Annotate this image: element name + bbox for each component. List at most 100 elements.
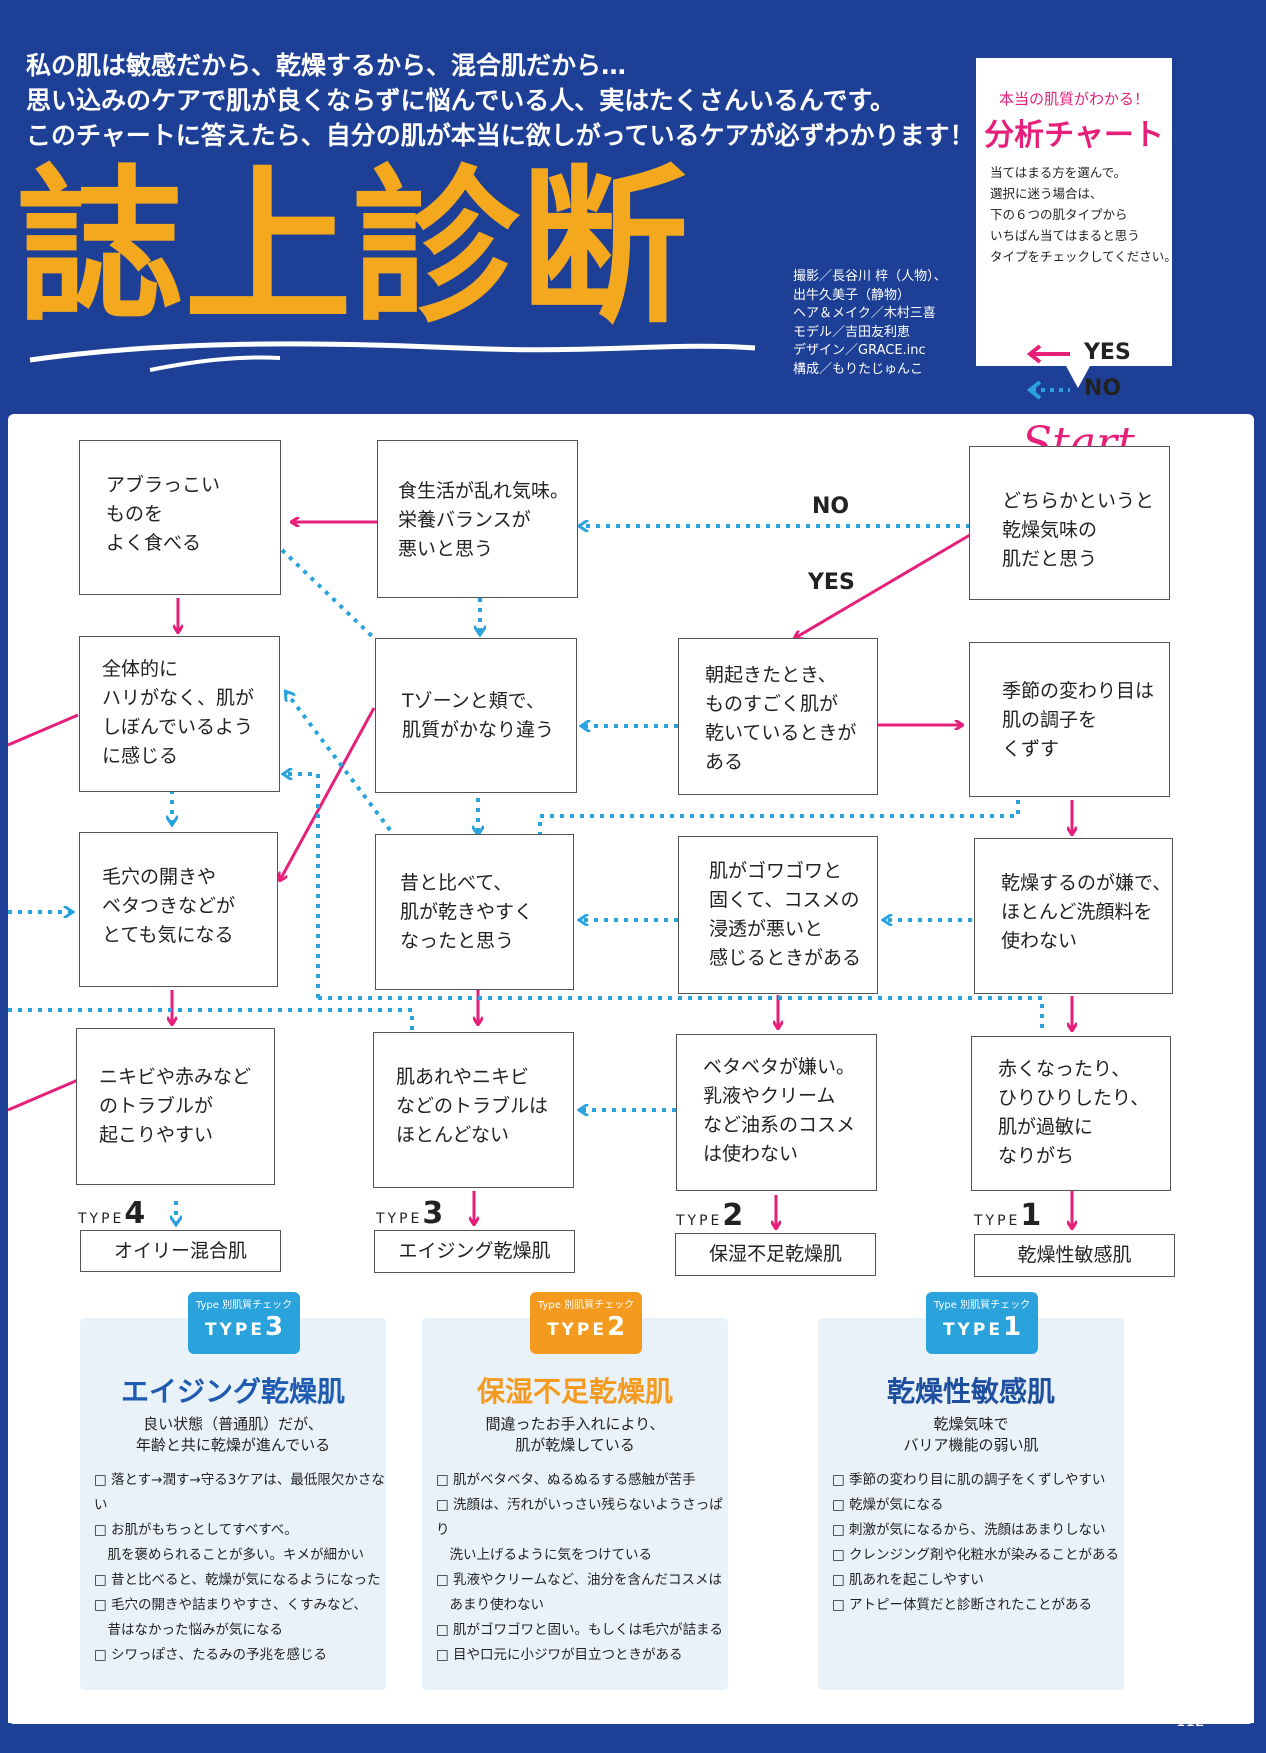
question-text: 乾燥するのが嫌で、 ほとんど洗顔料を 使わない [1001, 872, 1172, 952]
card-title: エイジング乾燥肌 [120, 1375, 345, 1408]
type3-tag: TYPE3 [376, 1196, 443, 1231]
checklist-item[interactable]: □ 落とす→潤す→守る3ケアは、最低限欠かさない [94, 1472, 385, 1513]
question-text: 季節の変わり目は 肌の調子を くずす [1002, 680, 1155, 760]
question-text: ベタベタが嫌い。 乳液やクリーム など油系のコスメ は使わない [703, 1056, 856, 1165]
credit-line: 構成／もりたじゅんこ [793, 361, 924, 377]
callout-line: 当てはまる方を選んで。 [990, 165, 1127, 180]
intro-line: 私の肌は敏感だから、乾燥するから、混合肌だから… [26, 51, 627, 80]
question-text: Tゾーンと頬で、 肌質がかなり違う [402, 690, 555, 741]
checklist: □ 季節の変わり目に肌の調子をくずしやすい □ 乾燥が気になる □ 刺激が気にな… [832, 1468, 1119, 1618]
checklist: □ 肌がベタベタ、ぬるぬるする感触が苦手 □ 洗顔は、汚れがいっさい残らないよう… [436, 1468, 728, 1668]
question-sagging: 全体的に ハリがなく、肌が しぼんでいるよう に感じる [79, 636, 280, 792]
badge-tag: TYPE [546, 1320, 607, 1340]
badge-label: TYPE3 [188, 1312, 300, 1342]
card-description: 乾燥気味で バリア機能の弱い肌 [903, 1415, 1039, 1454]
question-seasonal-change: 季節の変わり目は 肌の調子を くずす [969, 642, 1170, 797]
checklist-item[interactable]: □ 乳液やクリームなど、油分を含んだコスメは あまり使わない [436, 1572, 722, 1613]
checklist-item[interactable]: □ 乾燥が気になる [832, 1497, 944, 1513]
question-acne-redness: ニキビや赤みなど のトラブルが 起こりやすい [76, 1028, 275, 1185]
type-tag-text: TYPE [78, 1211, 125, 1227]
question-text: 昔と比べて、 肌が乾きやすく なったと思う [400, 872, 534, 952]
type1-tag: TYPE1 [974, 1198, 1041, 1233]
badge-label: TYPE2 [530, 1312, 642, 1342]
credit-line: 出牛久美子（静物） [793, 287, 911, 303]
type2-badge: Type 別肌質チェック TYPE2 [530, 1292, 642, 1354]
footer-band [0, 1723, 1266, 1753]
credit-line: デザイン／GRACE.inc [793, 343, 926, 358]
checklist: □ 落とす→潤す→守る3ケアは、最低限欠かさない □ お肌がもちっとしてすべすべ… [94, 1468, 386, 1668]
question-text: 食生活が乱れ気味。 栄養バランスが 悪いと思う [398, 480, 570, 560]
badge-subtitle: Type 別肌質チェック [537, 1300, 635, 1311]
legend-arrows [1026, 344, 1070, 400]
credits: 撮影／長谷川 梓（人物）、 出牛久美子（静物） ヘア＆メイク／木村三喜 モデル／… [793, 268, 947, 379]
question-dislike-sticky: ベタベタが嫌い。 乳液やクリーム など油系のコスメ は使わない [676, 1034, 877, 1191]
result-type1: 乾燥性敏感肌 [974, 1234, 1175, 1277]
badge-number: 1 [1002, 1312, 1022, 1342]
question-dry-skin: どちらかというと 乾燥気味の 肌だと思う [969, 446, 1170, 600]
badge-subtitle: Type 別肌質チェック [195, 1300, 293, 1311]
question-drier-than-before: 昔と比べて、 肌が乾きやすく なったと思う [375, 834, 574, 990]
checklist-item[interactable]: □ アトピー体質だと診断されたことがある [832, 1597, 1093, 1613]
checklist-item[interactable]: □ シワっぽさ、たるみの予兆を感じる [94, 1647, 328, 1663]
badge-label: TYPE1 [926, 1312, 1038, 1342]
question-avoid-cleanser: 乾燥するのが嫌で、 ほとんど洗顔料を 使わない [974, 838, 1173, 994]
result-type2: 保湿不足乾燥肌 [675, 1233, 876, 1276]
credit-line: モデル／吉田友利恵 [793, 324, 911, 340]
callout-title: 分析チャート [984, 118, 1164, 153]
callout-subtitle: 本当の肌質がわかる！ [998, 90, 1149, 108]
question-text: どちらかというと 乾燥気味の 肌だと思う [1002, 490, 1155, 570]
checklist-item[interactable]: □ 肌がベタベタ、ぬるぬるする感触が苦手 [436, 1472, 696, 1488]
type2-tag: TYPE2 [676, 1198, 743, 1233]
question-text: 肌あれやニキビ などのトラブルは ほとんどない [396, 1066, 549, 1146]
question-text: 赤くなったり、 ひりひりしたり、 肌が過敏に なりがち [998, 1058, 1150, 1167]
checklist-item[interactable]: □ 目や口元に小ジワが目立つときがある [436, 1647, 683, 1663]
no-branch-label: NO [812, 494, 850, 519]
type3-card: Type 別肌質チェック TYPE3 エイジング乾燥肌 良い状態（普通肌）だが、… [80, 1292, 386, 1690]
question-morning-dryness: 朝起きたとき、 ものすごく肌が 乾いているときが ある [678, 638, 878, 795]
card-title: 乾燥性敏感肌 [886, 1375, 1055, 1408]
question-sensitive: 赤くなったり、 ひりひりしたり、 肌が過敏に なりがち [971, 1036, 1171, 1191]
title-underline-scribble [29, 341, 756, 372]
legend-no-label: NO [1084, 376, 1122, 401]
question-oily-food: アブラっこい ものを よく食べる [79, 440, 281, 595]
question-text: 朝起きたとき、 ものすごく肌が 乾いているときが ある [705, 664, 857, 773]
legend-yes-label: YES [1084, 340, 1131, 365]
badge-number: 2 [606, 1312, 626, 1342]
question-no-trouble: 肌あれやニキビ などのトラブルは ほとんどない [373, 1032, 574, 1188]
checklist-item[interactable]: □ 洗顔は、汚れがいっさい残らないようさっぱり 洗い上げるように気をつけている [436, 1497, 723, 1563]
checklist-item[interactable]: □ 毛穴の開きや詰まりやすさ、くすみなど、 昔はなかった悩みが気になる [94, 1597, 367, 1638]
question-pores: 毛穴の開きや ベタつきなどが とても気になる [79, 832, 278, 987]
checklist-item[interactable]: □ 肌がゴワゴワと固い。もしくは毛穴が詰まる [436, 1622, 724, 1638]
intro-text: 私の肌は敏感だから、乾燥するから、混合肌だから… 思い込みのケアで肌が良くならず… [26, 48, 975, 153]
badge-tag: TYPE [942, 1320, 1003, 1340]
callout-line: 選択に迷う場合は、 [990, 186, 1103, 201]
badge-number: 3 [264, 1312, 284, 1342]
left-edge-band [0, 420, 8, 1753]
checklist-item[interactable]: □ クレンジング剤や化粧水が染みることがある [832, 1547, 1120, 1563]
type3-badge: Type 別肌質チェック TYPE3 [188, 1292, 300, 1354]
checklist-item[interactable]: □ 昔と比べると、乾燥が気になるようになった [94, 1572, 381, 1588]
checklist-item[interactable]: □ 季節の変わり目に肌の調子をくずしやすい [832, 1472, 1106, 1488]
page-title: 誌上診断 [16, 150, 688, 346]
type-tag-text: TYPE [676, 1213, 723, 1229]
question-rough-skin: 肌がゴワゴワと 固くて、コスメの 浸透が悪いと 感じるときがある [678, 836, 878, 994]
intro-line: このチャートに答えたら、自分の肌が本当に欲しがっているケアが必ずわかります！ [26, 121, 975, 150]
chart-guide-callout: 本当の肌質がわかる！ 分析チャート 当てはまる方を選んで。 選択に迷う場合は、 … [976, 58, 1177, 401]
type1-badge: Type 別肌質チェック TYPE1 [926, 1292, 1038, 1354]
type4-tag: TYPE4 [78, 1196, 145, 1231]
checklist-item[interactable]: □ 刺激が気になるから、洗顔はあまりしない [832, 1522, 1106, 1538]
callout-line: 下の６つの肌タイプから [990, 207, 1128, 222]
checklist-item[interactable]: □ お肌がもちっとしてすべすべ。 肌を褒められることが多い。キメが細かい [94, 1522, 364, 1563]
question-text: 全体的に ハリがなく、肌が しぼんでいるよう に感じる [102, 658, 255, 767]
callout-line: タイプをチェックしてください。 [990, 249, 1177, 264]
card-description: 間違ったお手入れにより、 肌が乾燥している [485, 1415, 665, 1454]
result-type3: エイジング乾燥肌 [374, 1230, 575, 1273]
type-number: 4 [124, 1196, 146, 1231]
checklist-item[interactable]: □ 肌あれを起こしやすい [832, 1572, 984, 1588]
callout-body: 当てはまる方を選んで。 選択に迷う場合は、 下の６つの肌タイプから いちばん当て… [990, 162, 1177, 267]
credit-line: 撮影／長谷川 梓（人物）、 [793, 269, 947, 284]
badge-subtitle: Type 別肌質チェック [933, 1300, 1031, 1311]
flowchart-connectors [7, 0, 1266, 1300]
type2-card: Type 別肌質チェック TYPE2 保湿不足乾燥肌 間違ったお手入れにより、 … [422, 1292, 728, 1690]
type-number: 2 [722, 1198, 744, 1233]
